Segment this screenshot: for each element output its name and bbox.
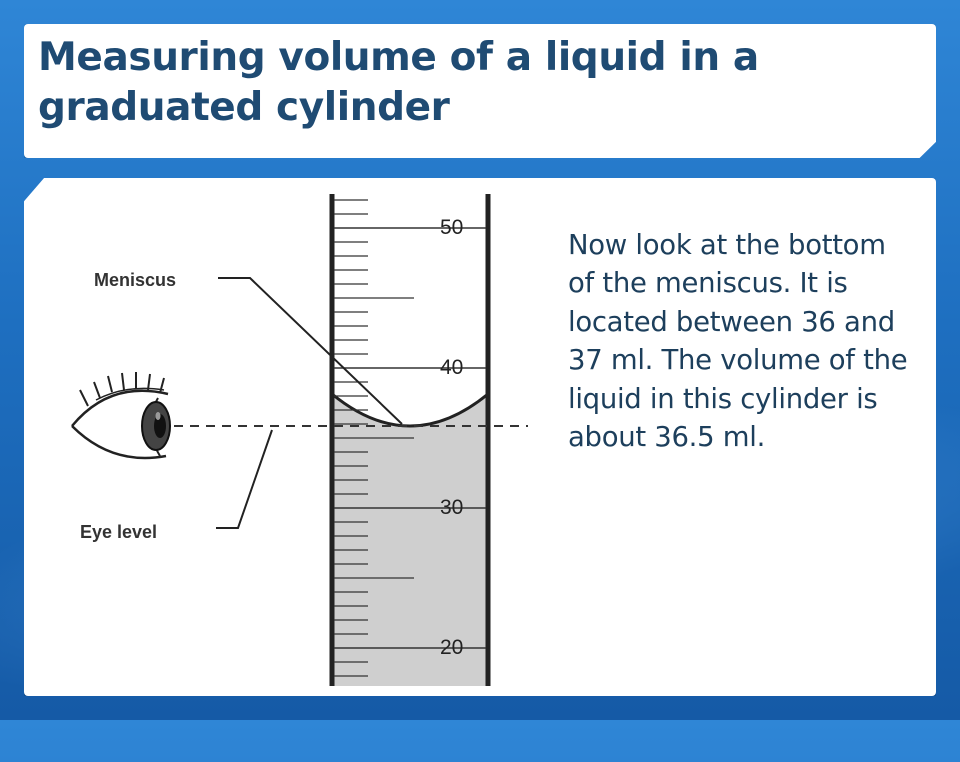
scale-label-40: 40 bbox=[440, 356, 463, 379]
title-panel bbox=[24, 24, 936, 158]
slide-title: Measuring volume of a liquid in a gradua… bbox=[38, 35, 759, 130]
eye-icon bbox=[71, 372, 171, 460]
explanation-text: Now look at the bottom of the meniscus. … bbox=[568, 229, 908, 454]
graduated-cylinder-diagram: 50 40 30 20 Meniscus Eye level bbox=[71, 194, 528, 686]
eye-level-pointer bbox=[216, 429, 273, 529]
meniscus-label: Meniscus bbox=[94, 270, 176, 290]
scale-label-20: 20 bbox=[440, 636, 463, 659]
meniscus-pointer bbox=[218, 277, 403, 425]
scale-label-50: 50 bbox=[440, 216, 463, 239]
graduation-ticks bbox=[334, 199, 486, 677]
scale-label-30: 30 bbox=[440, 496, 463, 519]
liquid bbox=[332, 394, 488, 686]
eye-level-label: Eye level bbox=[80, 522, 157, 542]
